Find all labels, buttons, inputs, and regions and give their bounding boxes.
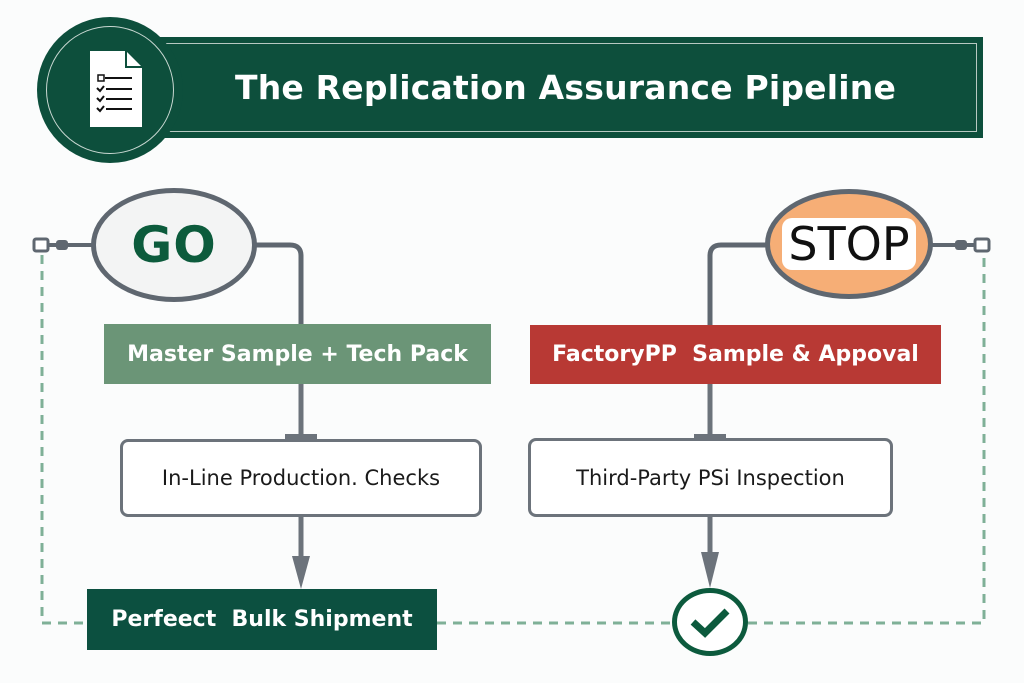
arrow-down-left [292, 556, 310, 589]
step-psi-inspection-label: Third-Party PSi Inspection [576, 465, 845, 490]
plug-connector-left [32, 237, 92, 253]
step-master-sample: Master Sample + Tech Pack [104, 324, 491, 384]
dashed-loop-right [748, 255, 986, 625]
plug-connector-right [932, 237, 991, 253]
step-factory-pp-sample: FactoryPP Sample & Appoval [530, 325, 941, 384]
step-psi-inspection: Third-Party PSi Inspection [528, 438, 893, 517]
arrow-down-right [701, 552, 719, 588]
step-bulk-shipment: Perfeect Bulk Shipment [87, 589, 437, 650]
stop-label: STOP [782, 218, 916, 270]
dashed-loop-left [40, 255, 87, 625]
stop-connector [707, 242, 766, 325]
header-banner: The Replication Assurance Pipeline [150, 37, 983, 138]
header-badge [37, 17, 183, 163]
go-label: GO [131, 216, 217, 274]
page-title: The Replication Assurance Pipeline [235, 68, 897, 107]
step-master-sample-label: Master Sample + Tech Pack [127, 341, 468, 367]
step-factory-pp-sample-label: FactoryPP Sample & Appoval [552, 342, 919, 367]
go-connector [256, 242, 304, 324]
checkmark-circle-icon [690, 608, 730, 638]
badge-ring [46, 26, 174, 154]
step-inline-checks: In-Line Production. Checks [120, 439, 482, 517]
step-bulk-shipment-label: Perfeect Bulk Shipment [111, 607, 413, 632]
checklist-document-icon [90, 51, 142, 127]
go-node: GO [91, 188, 257, 302]
step-inline-checks-label: In-Line Production. Checks [161, 466, 441, 490]
checkmark-circle [672, 588, 748, 656]
stop-node: STOP [765, 189, 933, 299]
